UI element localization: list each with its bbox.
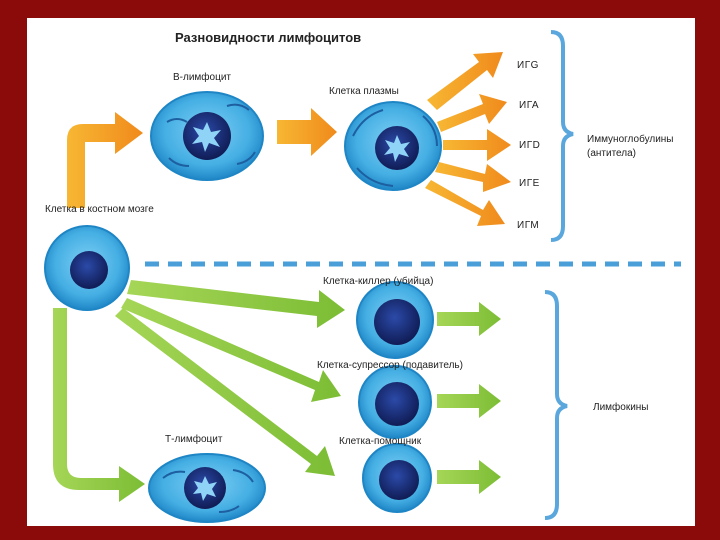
lymphokines-bracket	[544, 290, 568, 520]
bone-marrow-cell	[44, 225, 130, 311]
b-lymphocyte-cell	[150, 91, 264, 181]
label-suppressor-cell: Клетка-супрессор (подавитель)	[317, 360, 463, 371]
helper-cell	[362, 443, 432, 513]
arrow-igm	[425, 180, 505, 226]
t-lymphocyte-cell	[148, 453, 266, 523]
label-igd: ИГD	[519, 140, 540, 151]
immunoglobulin-bracket	[550, 30, 574, 242]
arrow-igd	[443, 129, 511, 161]
t-lineage-arrows	[53, 280, 501, 502]
arrow-marrow-to-helper	[115, 308, 335, 476]
arrow-marrow-to-killer	[127, 280, 345, 328]
label-igg: ИГG	[517, 60, 539, 71]
arrow-b-cell-to-plasma	[277, 108, 337, 156]
label-plasma-cell: Клетка плазмы	[329, 86, 399, 97]
immunoglobulin-arrows	[425, 52, 511, 226]
suppressor-cell	[358, 365, 432, 439]
label-b-lymphocyte: В-лимфоцит	[173, 71, 231, 83]
arrow-suppressor-out	[437, 384, 501, 418]
chromatin-star-icon	[192, 122, 221, 152]
arrow-ige	[435, 162, 511, 192]
label-bone-marrow-cell: Клетка в костном мозге	[45, 204, 154, 215]
label-iga: ИГА	[519, 100, 539, 111]
killer-cell	[356, 281, 434, 359]
arrow-marrow-to-b-cell	[67, 112, 143, 208]
arrow-killer-out	[437, 302, 501, 336]
plasma-cell	[344, 101, 442, 191]
arrow-marrow-to-suppressor	[121, 298, 341, 402]
label-helper-cell: Клетка-помощник	[339, 436, 422, 447]
arrow-iga	[437, 94, 507, 132]
label-igm: ИГМ	[517, 220, 539, 231]
label-ige: ИГЕ	[519, 178, 540, 189]
label-lymphokines: Лимфокины	[593, 401, 648, 413]
b-lineage-arrows	[67, 108, 337, 208]
label-t-lymphocyte: Т-лимфоцит	[165, 433, 223, 445]
label-killer-cell: Клетка-киллер (убийца)	[323, 275, 433, 287]
label-antibodies: (антитела)	[587, 148, 636, 159]
arrow-marrow-to-t-cell	[53, 308, 145, 502]
arrow-helper-out	[437, 460, 501, 494]
diagram-canvas: Разновидности лимфоцитов	[27, 18, 695, 526]
chromatin-star-icon	[384, 135, 410, 162]
diagram-title: Разновидности лимфоцитов	[175, 30, 361, 45]
lymphocyte-diagram: Разновидности лимфоцитов	[44, 30, 681, 523]
arrow-igg	[427, 52, 503, 110]
chromatin-star-icon	[193, 476, 217, 501]
label-immunoglobulins: Иммуноглобулины	[587, 133, 674, 145]
